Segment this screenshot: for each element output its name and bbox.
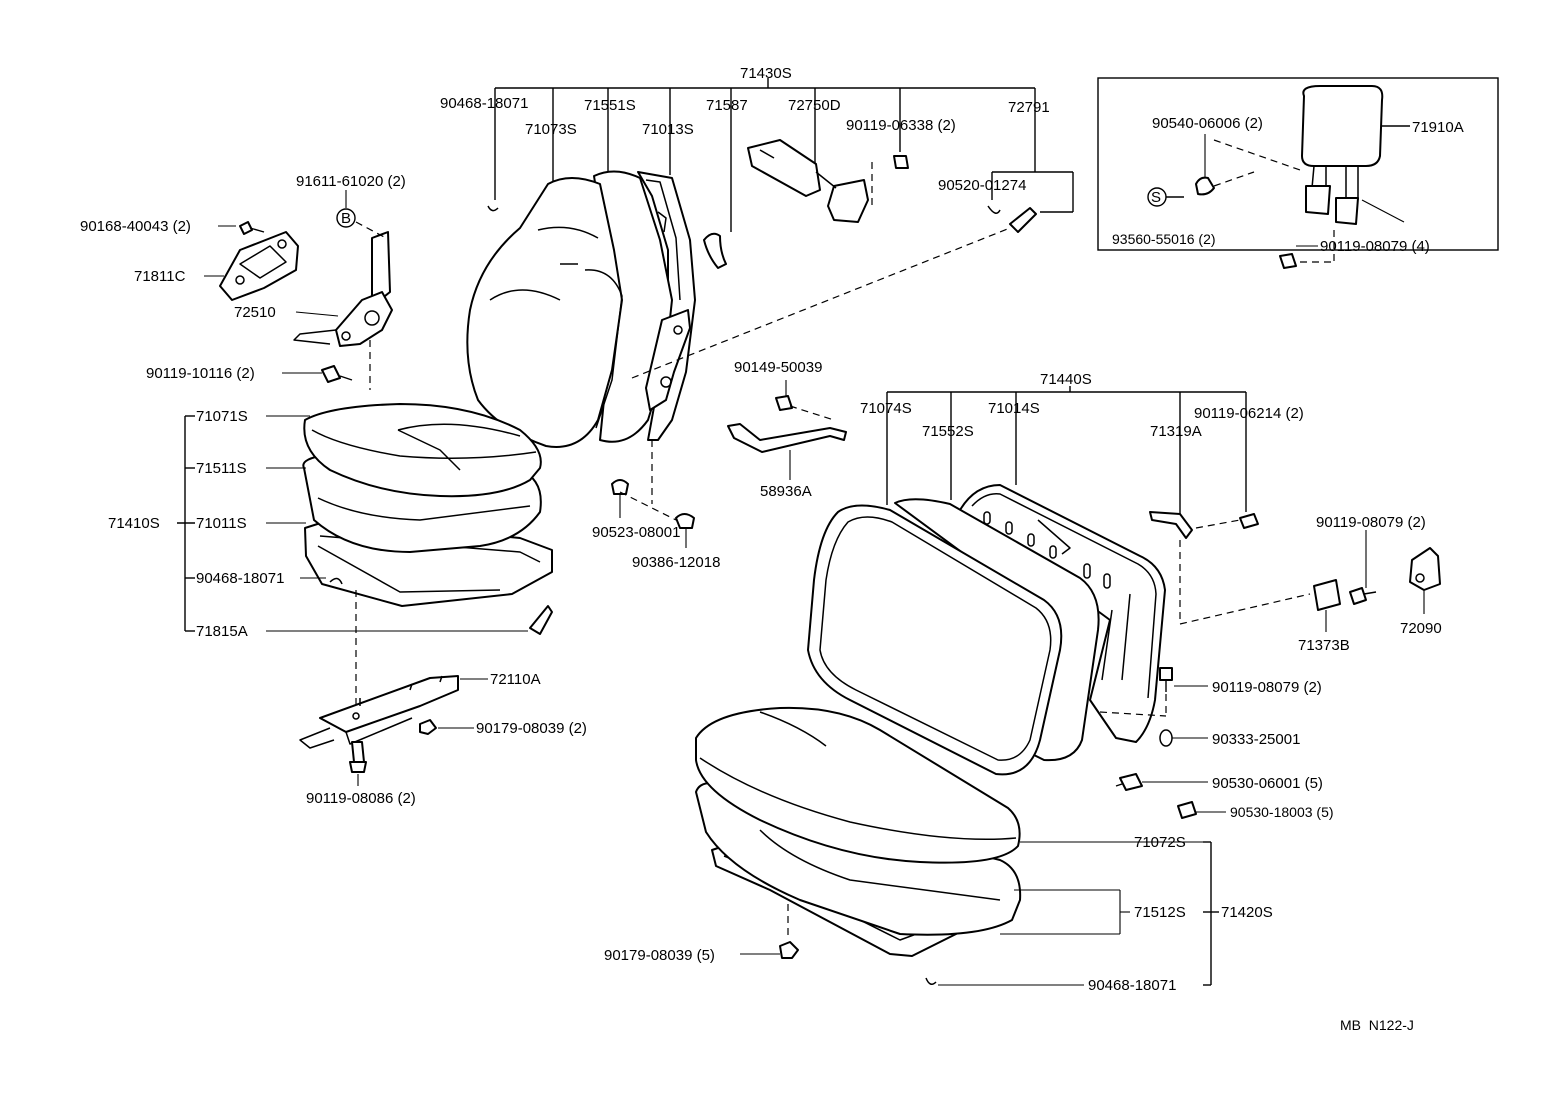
label-71074s: 71074S bbox=[860, 400, 912, 417]
leader-lines bbox=[204, 190, 1425, 986]
drawing-code: MB N122-J bbox=[1340, 1017, 1414, 1033]
label-90468-18071-bottom: 90468-18071 bbox=[1088, 977, 1176, 994]
group-label-71420s: 71420S bbox=[1221, 904, 1273, 921]
label-71319a: 71319A bbox=[1150, 423, 1202, 440]
label-71552s: 71552S bbox=[922, 423, 974, 440]
label-71815a: 71815A bbox=[196, 623, 248, 640]
small-parts bbox=[219, 139, 1441, 985]
ref-mark-s: S bbox=[1151, 189, 1161, 206]
label-71014s: 71014S bbox=[988, 400, 1040, 417]
label-90530-06001: 90530-06001 (5) bbox=[1212, 775, 1323, 792]
ref-mark-b: B bbox=[341, 210, 351, 227]
group-label-71430s: 71430S bbox=[740, 65, 792, 82]
label-71910a: 71910A bbox=[1412, 119, 1464, 136]
label-90119-08079-2a: 90119-08079 (2) bbox=[1316, 514, 1426, 531]
rear-seatback-drawing bbox=[807, 484, 1166, 776]
group-bracket-71420s bbox=[1203, 841, 1219, 986]
label-90179-08039-5: 90179-08039 (5) bbox=[604, 947, 715, 964]
front-seatback-drawing bbox=[466, 170, 696, 448]
label-91611-61020: 91611-61020 (2) bbox=[296, 173, 406, 190]
label-90119-08086: 90119-08086 (2) bbox=[306, 790, 416, 807]
rear-seat-cushion-drawing bbox=[695, 706, 1022, 957]
label-90179-08039-2: 90179-08039 (2) bbox=[476, 720, 587, 737]
group-bracket-71410s bbox=[177, 415, 195, 632]
label-90540-06006: 90540-06006 (2) bbox=[1152, 115, 1263, 132]
label-71811c: 71811C bbox=[134, 268, 186, 285]
label-72750d: 72750D bbox=[788, 97, 841, 114]
label-72110a: 72110A bbox=[490, 671, 541, 688]
label-71587: 71587 bbox=[706, 97, 748, 114]
label-71071s: 71071S bbox=[196, 408, 248, 425]
group-bracket-71430s bbox=[494, 78, 1074, 232]
label-71373b: 71373B bbox=[1298, 637, 1350, 654]
label-90119-08079-2b: 90119-08079 (2) bbox=[1212, 679, 1322, 696]
label-71511s: 71511S bbox=[196, 460, 247, 477]
label-71072s: 71072S bbox=[1134, 834, 1186, 851]
label-90119-08079-4: 90119-08079 (4) bbox=[1320, 238, 1430, 255]
label-90333-25001: 90333-25001 bbox=[1212, 731, 1300, 748]
label-90523-08001: 90523-08001 bbox=[592, 524, 680, 541]
group-label-71440s: 71440S bbox=[1040, 371, 1092, 388]
label-71551s: 71551S bbox=[584, 97, 636, 114]
label-90119-10116: 90119-10116 (2) bbox=[146, 365, 255, 382]
label-90468-18071-left: 90468-18071 bbox=[196, 570, 284, 587]
label-72510: 72510 bbox=[234, 304, 276, 321]
label-58936a: 58936A bbox=[760, 483, 812, 500]
label-71011s: 71011S bbox=[196, 515, 247, 532]
label-72090: 72090 bbox=[1400, 620, 1442, 637]
label-90119-06338: 90119-06338 (2) bbox=[846, 117, 956, 134]
label-90119-06214: 90119-06214 (2) bbox=[1194, 405, 1304, 422]
label-71073s: 71073S bbox=[525, 121, 577, 138]
label-71013s: 71013S bbox=[642, 121, 694, 138]
label-90149-50039: 90149-50039 bbox=[734, 359, 822, 376]
label-93560-55016: 93560-55016 (2) bbox=[1112, 231, 1216, 247]
label-90468-18071-top: 90468-18071 bbox=[440, 95, 528, 112]
group-label-71410s: 71410S bbox=[108, 515, 160, 532]
label-90168-40043: 90168-40043 (2) bbox=[80, 218, 191, 235]
label-90386-12018: 90386-12018 bbox=[632, 554, 720, 571]
label-71512s: 71512S bbox=[1134, 904, 1186, 921]
label-90530-18003: 90530-18003 (5) bbox=[1230, 804, 1334, 820]
front-seat-cushion-drawing bbox=[302, 403, 553, 607]
group-bracket-71440s bbox=[886, 386, 1247, 515]
label-72791: 72791 bbox=[1008, 99, 1050, 116]
label-90520-01274: 90520-01274 bbox=[938, 177, 1026, 194]
seat-track-drawing bbox=[299, 675, 459, 749]
headrest-inset bbox=[1097, 77, 1499, 269]
